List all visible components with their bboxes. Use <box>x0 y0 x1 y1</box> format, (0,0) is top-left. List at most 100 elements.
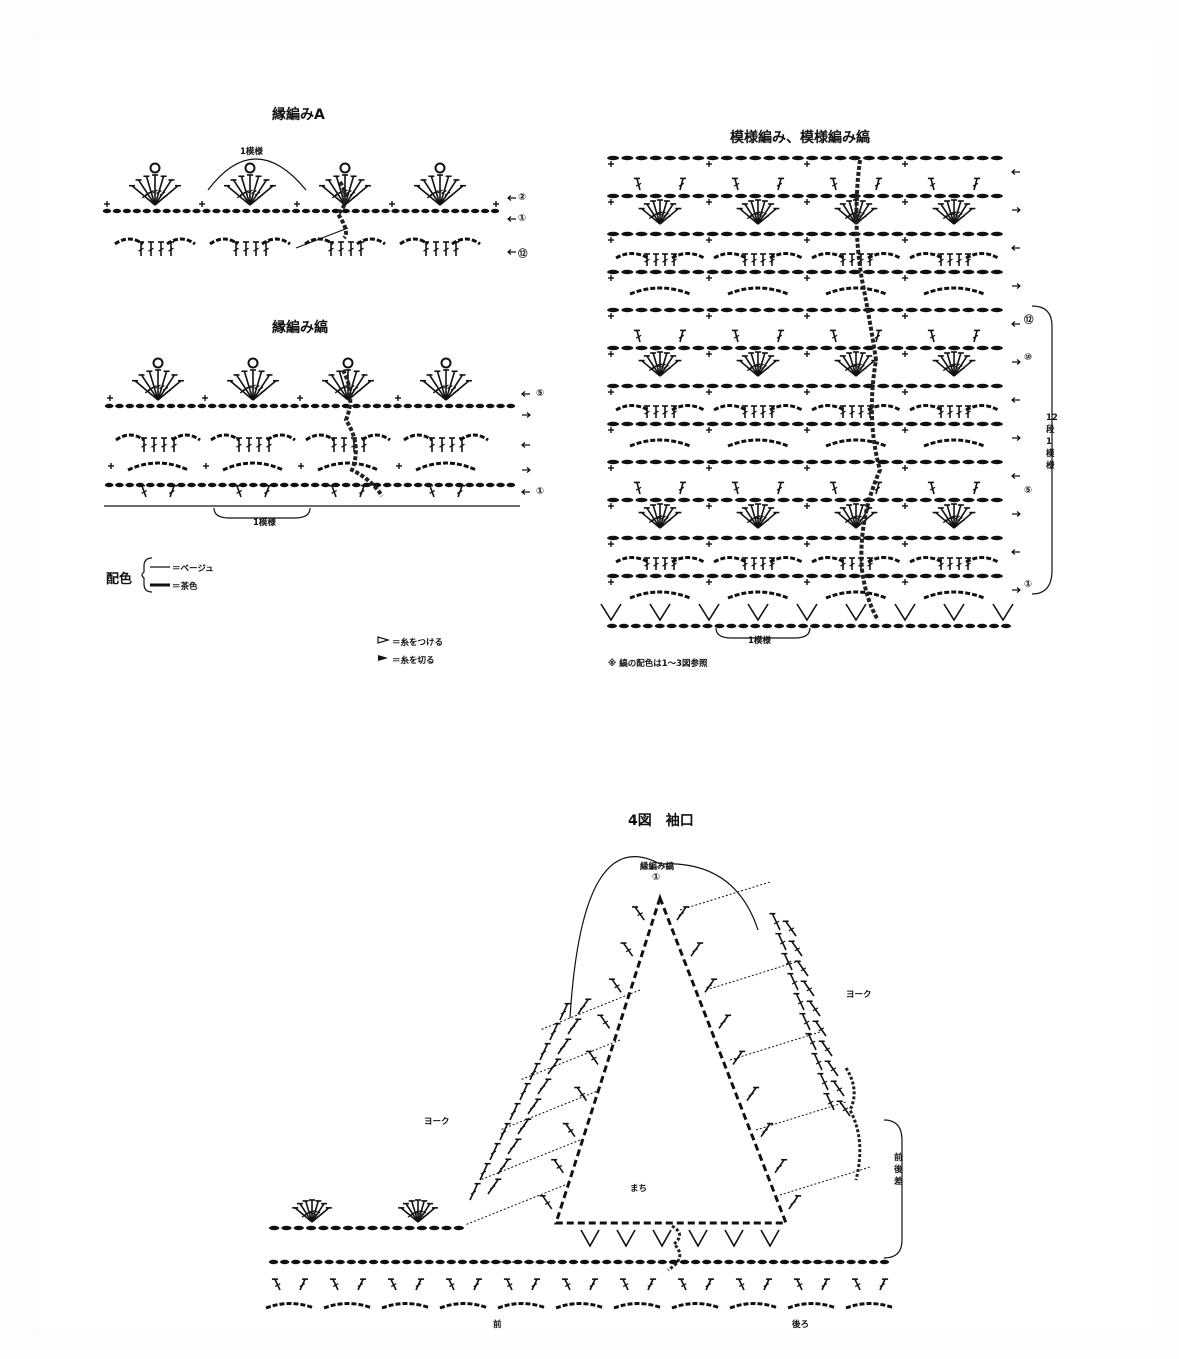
outer-arc <box>569 856 759 1019</box>
stitch-bar <box>415 1210 421 1215</box>
tall-stitch <box>417 1200 426 1223</box>
chain-stitch <box>934 345 947 351</box>
chain-stitch <box>848 459 861 465</box>
chain-stitch <box>763 383 776 389</box>
chain-stitch <box>990 193 1003 199</box>
chain-stitch <box>367 1225 378 1231</box>
chain-stitch <box>401 208 410 214</box>
chain-stitch <box>421 208 430 214</box>
chain-stitch <box>678 573 691 579</box>
chain-stitch <box>692 345 705 351</box>
stitch-bar <box>972 486 979 491</box>
tall-stitch <box>157 374 176 401</box>
chain-arc <box>825 286 887 296</box>
stitch-bar <box>671 258 677 263</box>
chain-stitch <box>635 459 648 465</box>
chain-stitch <box>941 623 952 629</box>
chain-stitch <box>857 1259 867 1265</box>
stitch-bar <box>867 258 873 263</box>
tall-stitch <box>641 207 661 225</box>
chain-stitch <box>441 208 450 214</box>
tall-stitch <box>576 1087 588 1102</box>
stitch-bar <box>831 182 838 187</box>
tall-stitch <box>226 185 251 206</box>
chain-stitch <box>948 269 961 275</box>
chain-stitch <box>379 1225 391 1231</box>
chain-stitch <box>331 482 341 488</box>
stitch-bar <box>233 247 239 252</box>
chain-stitch <box>411 208 420 214</box>
v-stitch <box>894 603 916 622</box>
chain-arc <box>713 556 747 564</box>
chain-stitch <box>934 193 947 199</box>
tall-stitch <box>815 1020 827 1037</box>
chain-stitch <box>763 421 776 427</box>
chain-stitch <box>706 383 719 389</box>
tall-stitch <box>229 380 254 401</box>
chain-stitch <box>820 155 833 161</box>
stitch-bar <box>236 443 242 448</box>
chain-stitch <box>848 345 861 351</box>
chain-stitch <box>657 1259 667 1265</box>
chart-pattern-row-5: ⑤ <box>1024 485 1033 496</box>
stitch-bar <box>763 367 770 372</box>
stitch-bar <box>662 410 668 415</box>
chain-stitch <box>735 383 748 389</box>
chain-arc <box>222 461 284 472</box>
stitch-bar <box>447 385 453 390</box>
chain-stitch <box>905 269 918 275</box>
stitch-bar <box>951 515 957 520</box>
stitch-bar <box>567 1128 574 1133</box>
tall-stitch <box>652 200 661 225</box>
chain-stitch <box>485 403 495 409</box>
picot-loop <box>440 357 452 369</box>
chain-stitch <box>919 383 932 389</box>
chain-stitch <box>480 208 490 214</box>
chain-stitch <box>607 231 620 237</box>
stitch-bar <box>257 386 264 391</box>
chain-stitch <box>948 193 961 199</box>
chain-stitch <box>735 421 748 427</box>
yarn-path <box>844 1067 862 1181</box>
chain-stitch <box>621 383 634 389</box>
stitch-bar <box>818 1027 825 1032</box>
chain-stitch <box>862 193 875 199</box>
chain-stitch <box>706 307 719 313</box>
chain-stitch <box>252 208 261 214</box>
chain-stitch <box>990 573 1003 579</box>
chain-stitch <box>813 1259 823 1265</box>
stitch-bar <box>752 211 758 216</box>
stitch-bar <box>859 212 865 217</box>
stitch-bar <box>334 389 341 394</box>
stitch-bar <box>141 443 147 448</box>
tall-stitch <box>750 200 759 225</box>
tall-stitch <box>795 993 805 1011</box>
chain-stitch <box>197 403 207 409</box>
tall-stitch <box>410 1200 419 1223</box>
chain-stitch <box>635 155 648 161</box>
tall-stitch <box>641 359 661 377</box>
tall-stitch <box>232 179 251 206</box>
tall-stitch <box>757 200 766 225</box>
chart-pattern-note: ※ 縞の配色は1〜3図参照 <box>608 659 708 669</box>
chart-pattern-title: 模様編み、模様編み縞 <box>730 130 870 146</box>
chain-stitch <box>663 535 676 541</box>
chain-stitch <box>891 383 904 389</box>
chart-a-row-2: ② <box>518 192 527 203</box>
tall-stitch <box>785 920 797 937</box>
chain-stitch <box>934 231 947 237</box>
chain-arc <box>381 1302 431 1310</box>
chain-stitch <box>791 155 804 161</box>
tall-stitch <box>946 504 955 529</box>
chain-stitch <box>663 383 676 389</box>
chain-stitch <box>413 482 423 488</box>
chain-stitch <box>763 573 776 579</box>
chain-stitch <box>706 459 719 465</box>
chain-stitch <box>649 345 662 351</box>
chain-stitch <box>990 155 1003 161</box>
chain-stitch <box>820 193 833 199</box>
stitch-bar <box>762 1128 768 1133</box>
chain-stitch <box>976 383 989 389</box>
stitch-bar <box>662 562 668 567</box>
stitch-bar <box>510 1110 517 1115</box>
